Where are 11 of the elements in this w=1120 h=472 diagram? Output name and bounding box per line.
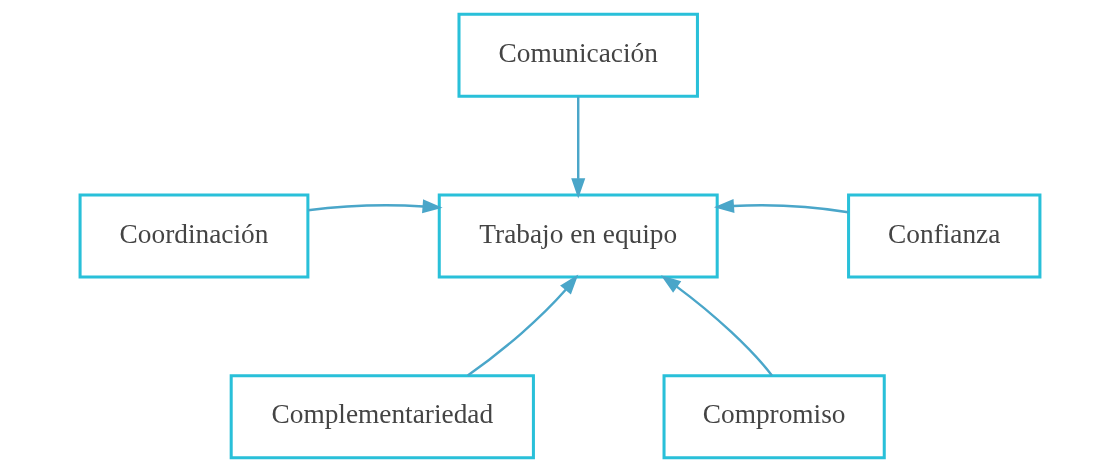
node-box: Trabajo en equipo: [437, 193, 719, 279]
arrow: [713, 198, 849, 214]
arrow: [571, 96, 586, 199]
node-box: Complementariedad: [229, 374, 535, 460]
arrow: [467, 274, 579, 377]
arrow: [660, 275, 773, 377]
node-box: Coordinación: [78, 193, 310, 279]
arrow: [307, 199, 443, 214]
node-box: Comunicación: [457, 12, 699, 98]
node-box: Confianza: [847, 193, 1042, 279]
node-box: Compromiso: [662, 374, 886, 460]
